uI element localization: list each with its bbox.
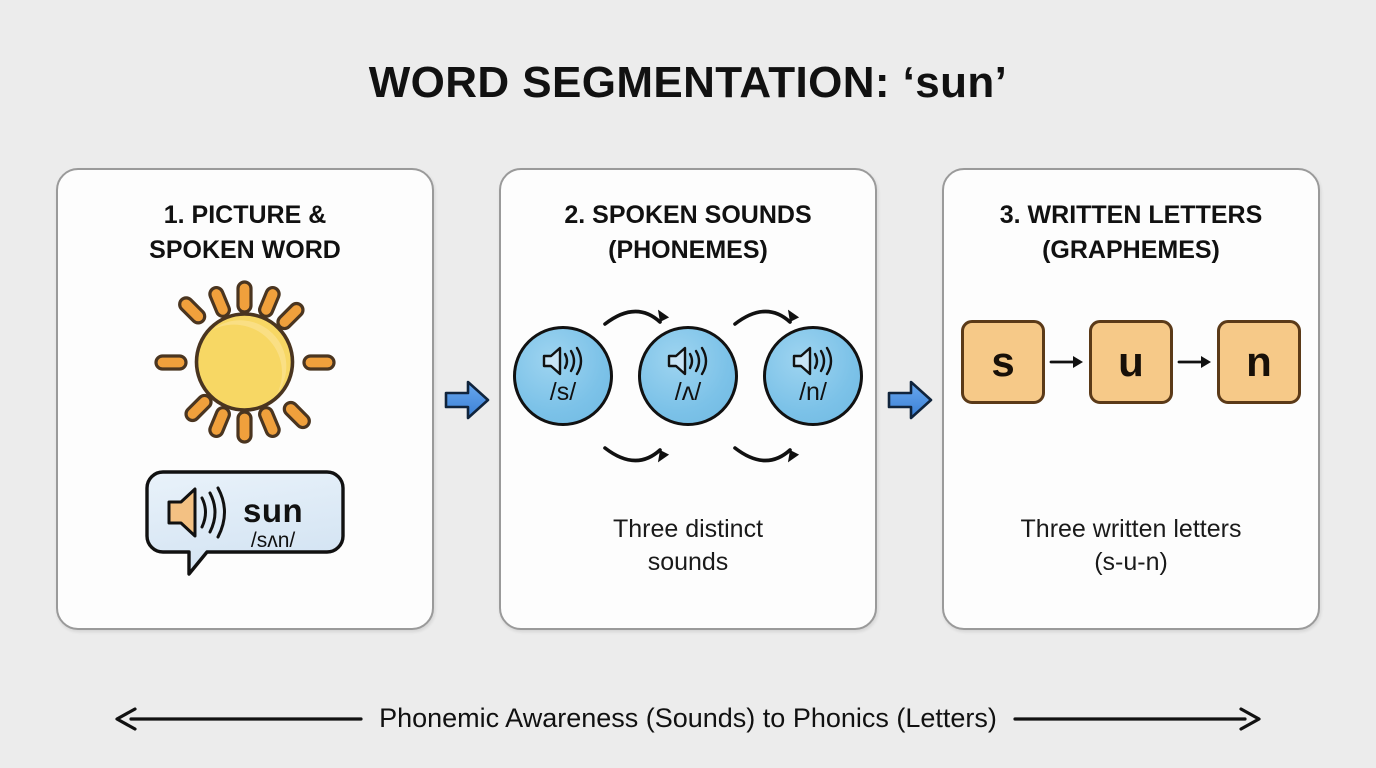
panel-spoken-sounds: 2. SPOKEN SOUNDS (PHONEMES): [499, 168, 877, 630]
panel-3-caption: Three written letters (s-u-n): [1020, 514, 1242, 577]
footer-progression: Phonemic Awareness (Sounds) to Phonics (…: [0, 703, 1376, 734]
bubble-text-group: sun /sʌn/: [243, 492, 303, 553]
page-title: WORD SEGMENTATION: ‘sun’: [368, 58, 1008, 107]
speech-bubble: sun /sʌn/: [145, 470, 345, 583]
speaker-icon: [542, 346, 583, 376]
speaker-icon: [667, 346, 708, 376]
phoneme-label-s: /s/: [549, 378, 577, 406]
phoneme-label-n: /n/: [799, 378, 827, 406]
arrow-left-icon: [115, 706, 363, 731]
right-arrow-icon: [444, 380, 489, 420]
arrow-right-icon: [1013, 706, 1261, 731]
tile-arrow-2: [1173, 353, 1217, 371]
phoneme-circle-u[interactable]: /ʌ/: [638, 326, 738, 426]
letter-tile-u[interactable]: u: [1089, 320, 1173, 404]
footer-label: Phonemic Awareness (Sounds) to Phonics (…: [379, 703, 997, 733]
phoneme-label-u: /ʌ/: [674, 378, 702, 406]
panel-3-title: 3. WRITTEN LETTERS (GRAPHEMES): [999, 201, 1263, 264]
right-arrow-icon: [887, 380, 932, 420]
connector-arrow-1-2: [443, 168, 491, 632]
phoneme-circle-n[interactable]: /n/: [763, 326, 863, 426]
arrow-right-icon: [1177, 356, 1211, 368]
letter-tile-n[interactable]: n: [1217, 320, 1301, 404]
arrow-right-icon: [1049, 356, 1083, 368]
speaker-icon: [792, 346, 833, 376]
phoneme-arc-arrows: [603, 309, 800, 463]
bubble-ipa: /sʌn/: [250, 529, 296, 552]
bubble-word: sun: [243, 492, 304, 529]
letter-tiles-group: s u n: [961, 320, 1301, 404]
panel-picture-spoken-word: 1. PICTURE & SPOKEN WORD: [56, 168, 434, 630]
panels-row: 1. PICTURE & SPOKEN WORD: [56, 168, 1320, 632]
panel-2-caption: Three distinct sounds: [612, 514, 764, 577]
sun-illustration: [152, 278, 338, 451]
letter-tile-s[interactable]: s: [961, 320, 1045, 404]
phoneme-circle-s[interactable]: /s/: [513, 326, 613, 426]
panel-written-letters: 3. WRITTEN LETTERS (GRAPHEMES) s u n: [942, 168, 1320, 630]
connector-arrow-2-3: [886, 168, 934, 632]
speaker-icon: [167, 486, 226, 539]
panel-2-title: 2. SPOKEN SOUNDS (PHONEMES): [564, 201, 812, 264]
phoneme-group: /s/ /ʌ/: [513, 298, 863, 473]
tile-arrow-1: [1045, 353, 1089, 371]
panel-1-title: 1. PICTURE & SPOKEN WORD: [149, 201, 341, 264]
